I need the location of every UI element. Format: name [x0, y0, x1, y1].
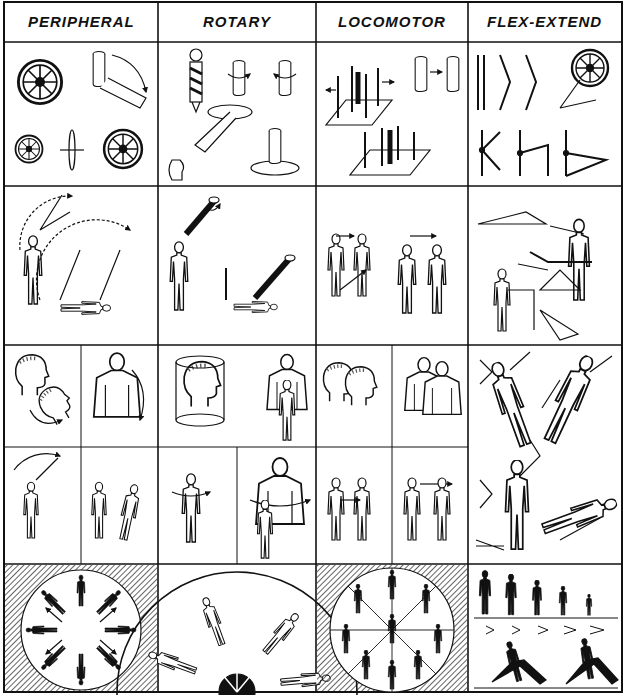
figure-movements [20, 195, 592, 340]
object-sketches [16, 49, 609, 180]
column-header: PERIPHERAL [28, 14, 135, 31]
body-movements [14, 351, 620, 558]
head-torso-movements [16, 353, 462, 440]
column-header: LOCOMOTOR [338, 14, 446, 31]
grid [4, 2, 622, 692]
column-header: ROTARY [203, 14, 271, 31]
group-formations [5, 565, 618, 695]
column-header: FLEX-EXTEND [487, 14, 602, 31]
